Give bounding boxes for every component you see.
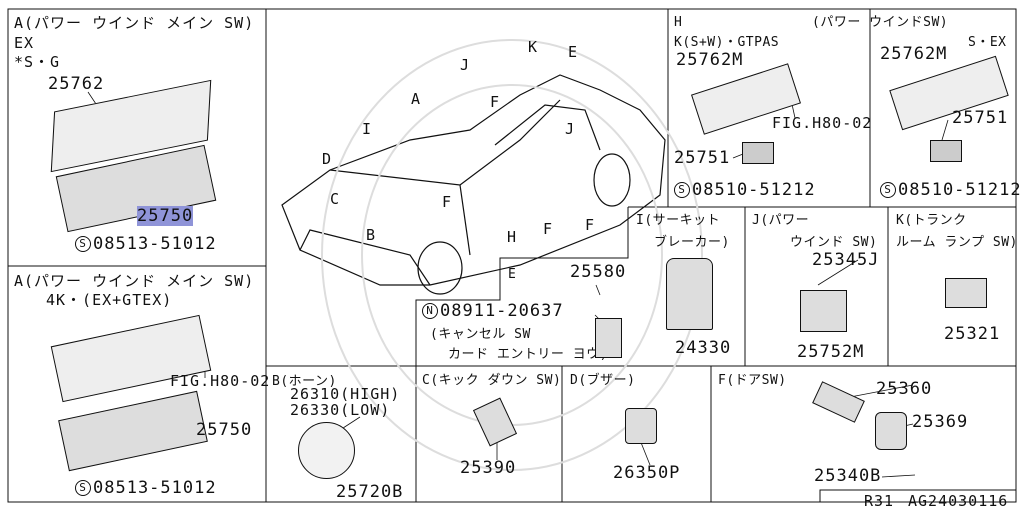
cancel-switch-part [595, 318, 622, 358]
car-label: K [528, 38, 539, 56]
panel-e-title: E [508, 267, 517, 282]
part-number: 25580 [570, 262, 627, 282]
panel-f-title: F(ドアSW) [718, 373, 787, 388]
car-label: B [366, 226, 377, 244]
panel-s-title: S・EX [968, 35, 1007, 50]
part-number-cover: 25762M [676, 50, 744, 70]
panel-e-desc: カード エントリー ヨウ) [448, 347, 608, 362]
part-number: 25752M [797, 342, 865, 362]
car-label: E [568, 43, 579, 61]
fig-reference: FIG.H80-02 [170, 372, 271, 390]
part-number: 25390 [460, 458, 517, 478]
part-number: 25720B [336, 482, 404, 502]
part-number-switch: 25750 [196, 420, 253, 440]
part-number: 26350P [613, 463, 681, 483]
panel-e-desc: (キャンセル SW [430, 327, 531, 342]
car-label: F [490, 93, 501, 111]
model-code: R31 [864, 492, 895, 510]
part-number-cover: 25762 [48, 74, 105, 94]
part-number: 25340B [814, 466, 882, 486]
panel-i-title: I(サーキット [636, 213, 721, 228]
panel-b-line: 26310(HIGH) [290, 385, 401, 403]
car-label: C [330, 190, 341, 208]
panel-a-top-title: A(パワー ウインド メイン SW) [14, 14, 255, 32]
panel-k-title: ルーム ランプ SW) [896, 235, 1018, 250]
part-number-switch: 25750 [137, 206, 194, 226]
car-label: A [411, 90, 422, 108]
panel-h-variant: K(S+W)・GTPAS [674, 35, 780, 50]
horn-part [298, 422, 355, 479]
car-label: I [362, 120, 373, 138]
panel-a-top-variant: EX [14, 34, 35, 52]
part-number-switch: 25751 [952, 108, 1009, 128]
car-label: J [460, 56, 471, 74]
part-number: 24330 [675, 338, 732, 358]
car-outline [281, 74, 666, 295]
car-label: J [565, 120, 576, 138]
panel-a-top-variant2: *S・G [14, 53, 61, 71]
panel-c-title: C(キック ダウン SW) [422, 373, 562, 388]
panel-b-line: 26330(LOW) [290, 401, 391, 419]
switch-part [930, 140, 962, 162]
part-number: 25369 [912, 412, 969, 432]
car-label: D [322, 150, 333, 168]
car-label: F [543, 220, 554, 238]
panel-a-bottom-title: A(パワー ウインド メイン SW) [14, 272, 255, 290]
car-label: F [585, 216, 596, 234]
buzzer-part [625, 408, 657, 444]
circuit-breaker-part [666, 258, 713, 330]
panel-i-title: ブレーカー) [654, 235, 730, 250]
panel-j-title: ウインド SW) [790, 235, 878, 250]
panel-b-title: B(ホーン) [272, 374, 337, 389]
switch-part [742, 142, 774, 164]
trunk-lamp-switch-part [945, 278, 987, 308]
part-number: 25345J [812, 250, 880, 270]
fig-reference: FIG.H80-02 [772, 114, 873, 132]
part-number-cover: 25762M [880, 44, 948, 64]
panel-j-title: J(パワー [752, 213, 810, 228]
part-number: 25360 [876, 379, 933, 399]
panel-a-bottom-variant: 4K・(EX+GTEX) [46, 291, 173, 309]
window-switch-part [800, 290, 847, 332]
door-switch-cover-part [875, 412, 907, 450]
panel-h-id: H [674, 15, 683, 30]
car-label: H [507, 228, 518, 246]
part-number: 25321 [944, 324, 1001, 344]
panel-d-title: D(ブザー) [570, 373, 636, 388]
part-number-switch: 25751 [674, 148, 731, 168]
panel-h-title: (パワー ウインドSW) [812, 15, 949, 30]
car-label: F [442, 193, 453, 211]
diagram-code: AG24030116 [908, 492, 1009, 510]
panel-k-title: K(トランク [896, 213, 967, 228]
